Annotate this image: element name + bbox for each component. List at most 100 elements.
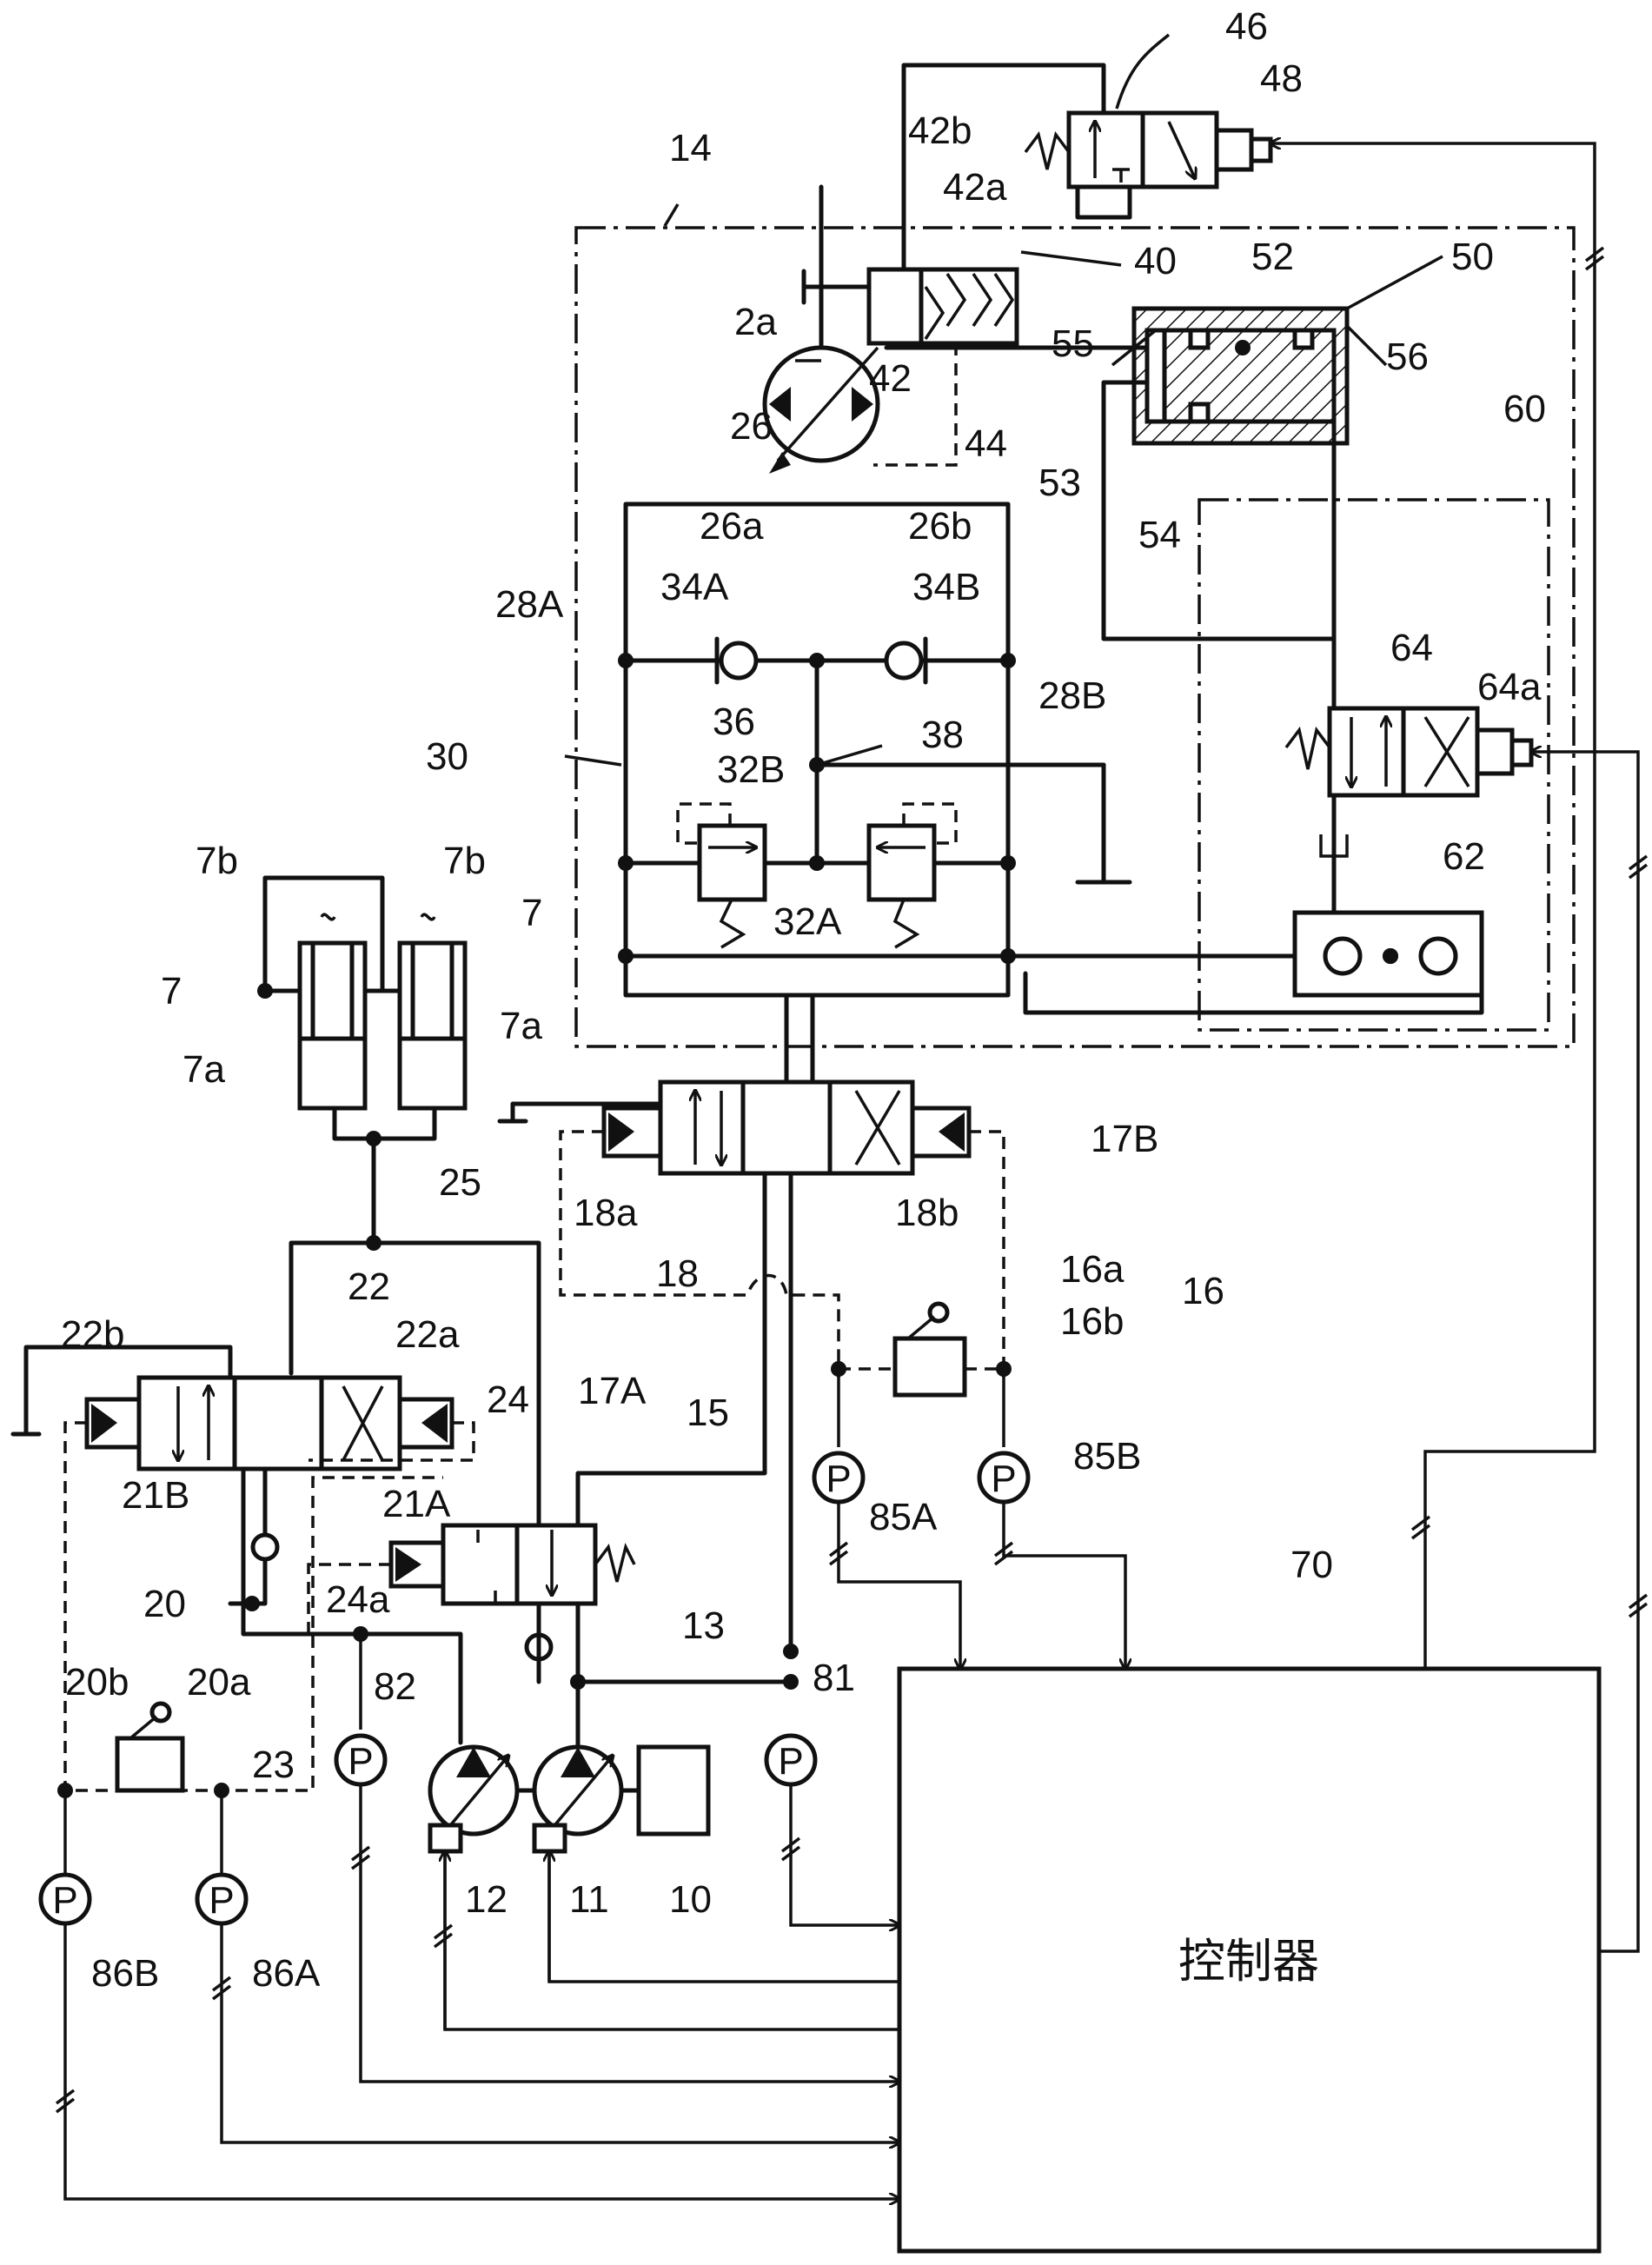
valve-64	[1284, 706, 1534, 858]
boundary-14	[574, 226, 1576, 1048]
label-15: 15	[687, 1392, 729, 1434]
cylinder-7-right	[397, 913, 468, 1111]
pressure-sensor-p-86A: P	[195, 1872, 249, 1926]
label-11: 11	[569, 1878, 609, 1921]
label-86A: 86A	[252, 1952, 321, 1995]
label-7b-right: 7b	[443, 840, 486, 882]
label-24a: 24a	[326, 1578, 390, 1621]
label-40: 40	[1134, 240, 1177, 282]
cylinder-7-left	[297, 913, 368, 1111]
check-valve-34B	[884, 636, 928, 685]
label-22a: 22a	[395, 1313, 460, 1356]
label-42: 42	[869, 357, 912, 400]
hydraulic-motor-26	[762, 345, 880, 474]
label-7b-left: 7b	[196, 840, 238, 882]
label-21B: 21B	[122, 1474, 189, 1517]
pressure-sensor-20	[115, 1701, 185, 1793]
label-48: 48	[1260, 57, 1303, 100]
boundary-60	[1198, 498, 1550, 1032]
label-21A: 21A	[382, 1483, 451, 1525]
label-10: 10	[669, 1878, 712, 1921]
label-54: 54	[1138, 514, 1181, 556]
direction-valve-22	[84, 1375, 454, 1471]
label-53: 53	[1038, 462, 1081, 504]
label-36: 36	[713, 701, 755, 743]
label-17B: 17B	[1091, 1118, 1158, 1160]
label-22b: 22b	[61, 1313, 124, 1356]
label-82: 82	[374, 1665, 416, 1708]
label-20b: 20b	[65, 1661, 129, 1704]
label-28B: 28B	[1038, 674, 1106, 717]
svg-text:P: P	[52, 1879, 77, 1922]
label-12: 12	[465, 1878, 508, 1921]
label-22: 22	[348, 1265, 390, 1308]
pump-12	[428, 1744, 520, 1854]
valve-46	[1024, 110, 1273, 189]
label-7-right: 7	[521, 892, 542, 934]
label-60: 60	[1503, 388, 1546, 430]
svg-text:P: P	[348, 1740, 373, 1783]
label-17A: 17A	[578, 1370, 647, 1412]
label-32B: 32B	[717, 748, 785, 791]
controller-label: 控制器	[1178, 1934, 1319, 1989]
label-28A: 28A	[495, 583, 564, 626]
label-18a: 18a	[574, 1192, 638, 1234]
pressure-sensor-16	[892, 1301, 967, 1398]
label-16a: 16a	[1060, 1248, 1125, 1291]
relief-valve-32A	[866, 802, 958, 949]
label-52: 52	[1251, 236, 1294, 278]
label-7a-right: 7a	[500, 1005, 542, 1047]
pressure-sensor-p-81: P	[764, 1733, 818, 1787]
label-18: 18	[656, 1252, 699, 1295]
direction-valve-18	[601, 1079, 972, 1176]
controller-70	[897, 1666, 1602, 2254]
label-14: 14	[669, 127, 712, 169]
junction-dots-bridge	[618, 653, 1398, 964]
label-34A: 34A	[660, 566, 729, 608]
label-44: 44	[965, 422, 1007, 465]
label-20a: 20a	[187, 1661, 251, 1704]
label-70: 70	[1290, 1544, 1333, 1586]
label-20: 20	[143, 1583, 186, 1625]
label-81: 81	[813, 1657, 855, 1699]
label-26a: 26a	[700, 505, 764, 548]
label-2a: 2a	[734, 301, 777, 343]
svg-text:P: P	[826, 1458, 851, 1500]
pressure-sensor-p-85B: P	[977, 1451, 1031, 1504]
label-46: 46	[1225, 5, 1268, 48]
label-25: 25	[439, 1161, 481, 1204]
label-85A: 85A	[869, 1496, 938, 1538]
label-55: 55	[1052, 322, 1094, 365]
leader-lines	[564, 33, 1443, 767]
pressure-sensor-p-86B: P	[38, 1872, 92, 1926]
label-62: 62	[1443, 835, 1485, 878]
label-42b: 42b	[908, 110, 972, 152]
label-18b: 18b	[895, 1192, 959, 1234]
label-64a: 64a	[1477, 666, 1542, 708]
label-50: 50	[1451, 236, 1494, 278]
cylinder-50	[1131, 306, 1350, 446]
check-valve-34A	[714, 636, 759, 685]
label-23: 23	[252, 1744, 295, 1786]
pressure-sensor-p-85A: P	[812, 1451, 866, 1504]
label-86B: 86B	[91, 1952, 159, 1995]
engine-10	[636, 1744, 711, 1837]
valve-24	[388, 1523, 636, 1606]
relief-valve-32B	[676, 802, 767, 949]
brake-actuator-40	[801, 184, 1019, 467]
label-34B: 34B	[912, 566, 980, 608]
pump-11	[532, 1744, 624, 1854]
label-7-left: 7	[161, 970, 182, 1013]
svg-text:P: P	[991, 1458, 1016, 1500]
label-85B: 85B	[1073, 1435, 1141, 1478]
pressure-sensor-p-82: P	[334, 1733, 388, 1787]
label-7a-left: 7a	[182, 1048, 225, 1091]
svg-text:P: P	[209, 1879, 234, 1922]
label-56: 56	[1386, 335, 1429, 378]
label-13: 13	[682, 1604, 725, 1647]
label-32A: 32A	[773, 900, 842, 943]
label-26: 26	[730, 405, 773, 448]
svg-text:P: P	[778, 1740, 803, 1783]
